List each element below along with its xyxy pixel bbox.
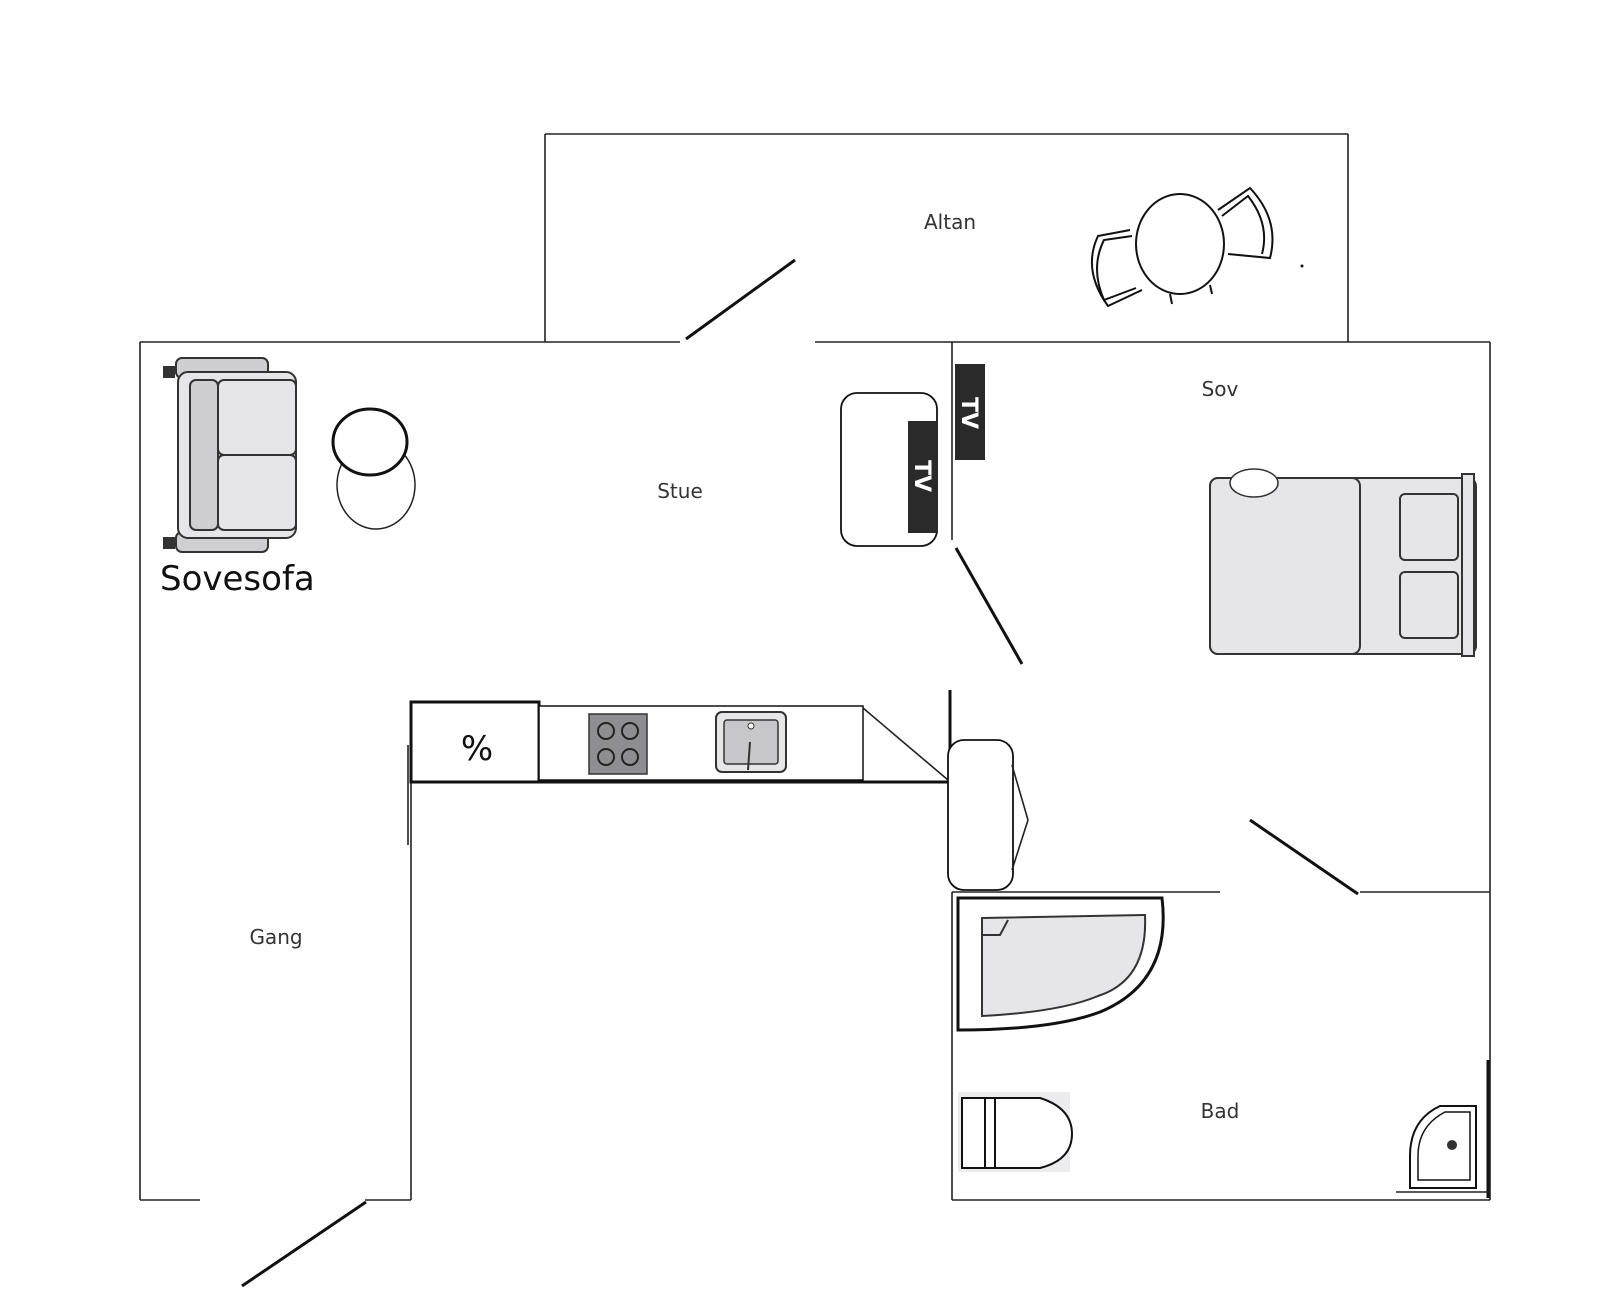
tv-left-label: TV <box>909 460 934 492</box>
fridge-label: % <box>461 729 493 769</box>
entrance-door <box>241 1200 367 1288</box>
sovesofa-label: Sovesofa <box>160 559 315 599</box>
washbasin-icon <box>1396 1060 1490 1198</box>
bedroom-door <box>954 547 1024 665</box>
sink-icon <box>715 711 787 773</box>
balcony <box>544 133 1349 342</box>
outer-walls <box>139 341 1491 1201</box>
tv-right-label: TV <box>956 397 981 429</box>
room-label-sov: Sov <box>1202 377 1239 401</box>
counter <box>538 705 864 781</box>
room-label-altan: Altan <box>924 210 976 234</box>
dining-set-icon <box>1091 186 1274 308</box>
tv-cabinet: TV TV <box>840 364 985 547</box>
bathtub-icon <box>956 896 1165 1032</box>
room-label-stue: Stue <box>657 479 703 503</box>
bath-door <box>1249 818 1359 896</box>
kitchen-counter: % <box>409 700 950 784</box>
room-label-bad: Bad <box>1201 1099 1240 1123</box>
toilet-icon <box>958 1092 1074 1172</box>
stove-icon <box>588 713 648 775</box>
tv-left <box>908 421 938 533</box>
room-label-gang: Gang <box>249 925 302 949</box>
doors <box>241 258 1359 1288</box>
armchair-icon <box>947 739 1029 891</box>
sofa-icon <box>163 357 297 553</box>
tv-right <box>955 364 985 460</box>
bed-icon <box>1209 468 1477 657</box>
round-table-icon <box>331 407 416 530</box>
balcony-door <box>685 258 796 341</box>
